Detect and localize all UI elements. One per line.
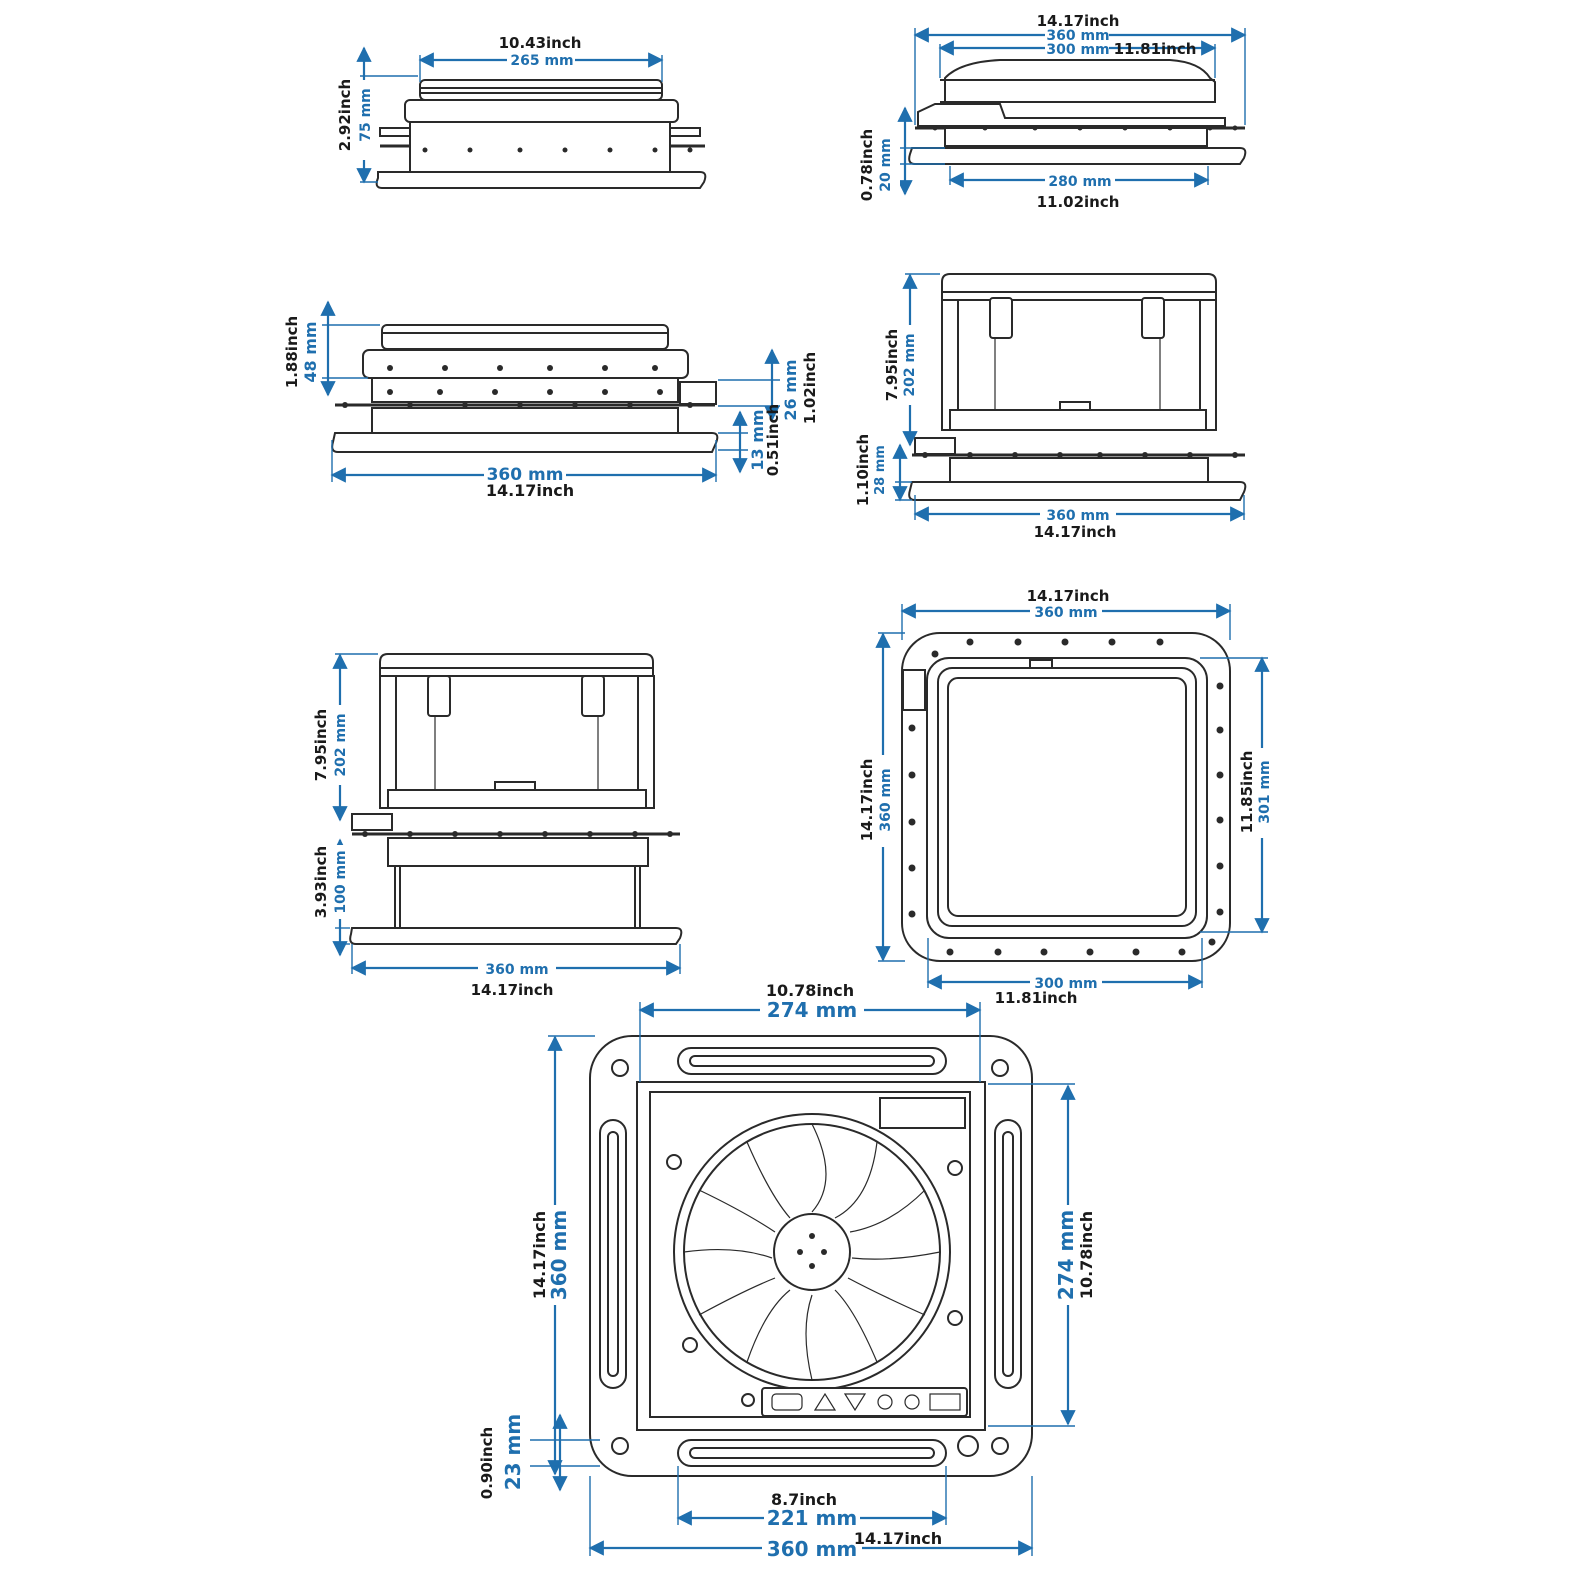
dim-width-inch: 14.17inch (471, 981, 554, 999)
dim-total-inch: 14.17inch (854, 1529, 942, 1548)
dim-height-mm: 202 mm (902, 333, 918, 396)
dim-gap-mm: 13 mm (748, 409, 767, 470)
dim-bottom-inch: 11.81inch (995, 989, 1078, 1007)
dim-width-inch: 14.17inch (486, 481, 574, 500)
dim-lid-inch: 1.88inch (283, 316, 301, 388)
dim-right-mm: 274 mm (1054, 1210, 1078, 1300)
dim-width-mm: 360 mm (1046, 28, 1109, 44)
dim-height-inch: 14.17inch (858, 759, 876, 842)
dim-inner-mm: 301 mm (1257, 760, 1273, 823)
dim-width-mm: 360 mm (485, 962, 548, 978)
dim-flange-mm: 28 mm (873, 445, 888, 495)
bottom-view: 10.78inch 274 mm 14.17inch 360 mm 274 mm… (478, 981, 1100, 1561)
dim-left-mm: 360 mm (547, 1210, 571, 1300)
open-view-b: 7.95inch 202 mm 3.93inch 100 mm 360 mm 1… (310, 653, 683, 999)
side-view-a: 10.43inch 265 mm 2.92inch 75 mm (336, 34, 707, 189)
dim-top-mm: 274 mm (767, 998, 857, 1022)
dim-depth-inch: 3.93inch (312, 846, 330, 918)
dim-height-mm: 360 mm (878, 768, 894, 831)
dim-base-mm: 280 mm (1048, 174, 1111, 190)
side-view-b: 14.17inch 360 mm 300 mm 11.81inch 0.78in… (858, 12, 1247, 211)
dim-total-mm: 360 mm (767, 1537, 857, 1561)
dim-right-mm: 26 mm (781, 359, 800, 420)
dim-top-inch: 10.78inch (766, 981, 854, 1000)
dim-left-inch: 14.17inch (530, 1211, 549, 1299)
dim-flange-mm: 20 mm (878, 138, 894, 192)
dim-flange-inch: 1.10inch (854, 434, 872, 506)
dim-inner-inch: 11.85inch (1238, 751, 1256, 834)
open-view-a: 7.95inch 202 mm 1.10inch 28 mm 360 mm 14… (852, 273, 1247, 541)
dim-gap-inch: 0.51inch (764, 404, 782, 476)
dim-height-inch: 7.95inch (883, 329, 901, 401)
dim-height-inch: 2.92inch (336, 79, 354, 151)
dim-base-inch: 11.02inch (1037, 193, 1120, 211)
dim-width2-mm: 300 mm (1046, 42, 1109, 58)
dim-bottom-mm: 300 mm (1034, 976, 1097, 992)
dim-height-mm: 202 mm (333, 713, 349, 776)
dim-slot-mm: 221 mm (767, 1506, 857, 1530)
dim-right-inch: 10.78inch (1077, 1211, 1096, 1299)
dim-width-inch: 14.17inch (1034, 523, 1117, 541)
top-view: 14.17inch 360 mm 14.17inch 360 mm 11.85i… (856, 587, 1278, 1007)
dim-slot-inch: 8.7inch (771, 1490, 837, 1509)
dim-flange-inch: 0.78inch (858, 129, 876, 201)
dim-width-mm: 265 mm (510, 53, 573, 69)
dim-right-inch: 1.02inch (801, 352, 819, 424)
dim-height-inch: 7.95inch (312, 709, 330, 781)
dim-width-mm: 360 mm (1034, 605, 1097, 621)
dim-width-inch: 14.17inch (1027, 587, 1110, 605)
dim-width-inch: 14.17inch (1037, 12, 1120, 30)
dim-corner-inch: 0.90inch (478, 1427, 496, 1499)
dim-height-mm: 75 mm (358, 88, 374, 142)
dim-width-inch: 10.43inch (499, 34, 582, 52)
dim-depth-mm: 100 mm (333, 850, 349, 913)
dim-lid-mm: 48 mm (301, 321, 320, 382)
dim-width-mm: 360 mm (1046, 508, 1109, 524)
dim-width-mm: 360 mm (487, 465, 564, 485)
side-view-c: 1.88inch 48 mm 26 mm 1.02inch 13 mm 0.51… (280, 300, 819, 500)
dim-width2-inch: 11.81inch (1114, 40, 1197, 58)
dim-corner-mm: 23 mm (501, 1414, 525, 1490)
